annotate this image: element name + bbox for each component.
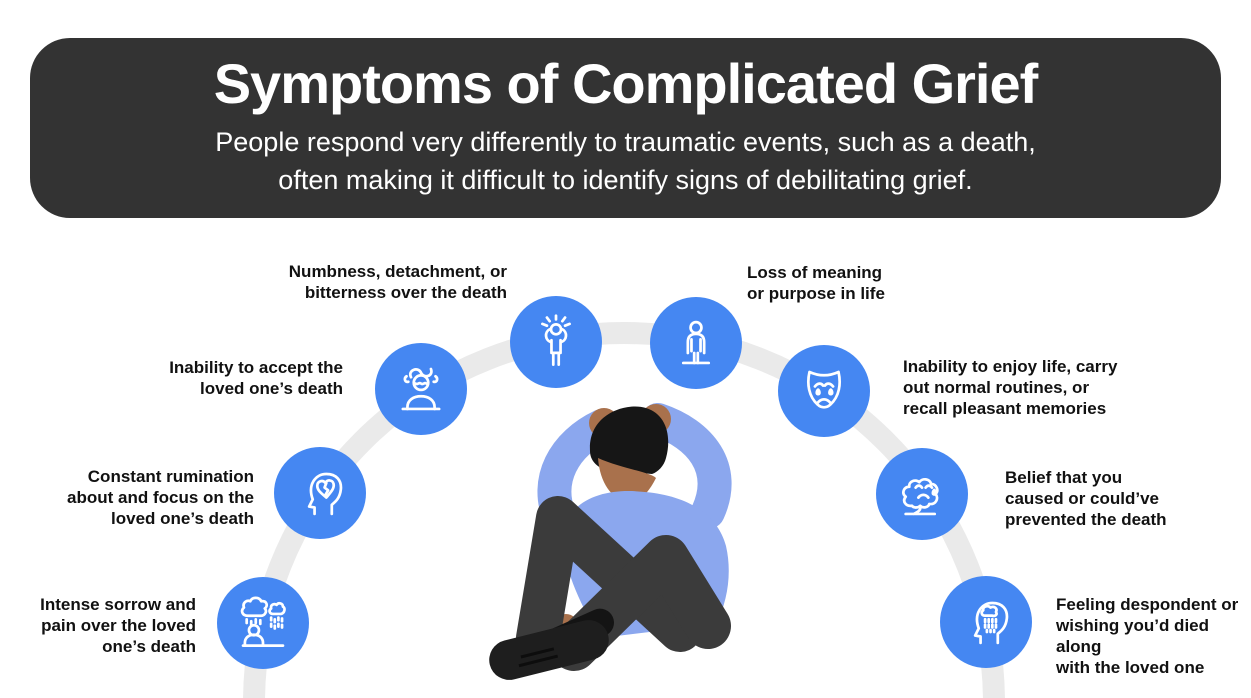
- symptom-bubble-inability-to-accept: [375, 343, 467, 435]
- sad-mask-icon: [806, 370, 842, 409]
- symptom-bubble-feeling-despondent: [940, 576, 1032, 668]
- symptom-label-loss-of-meaning: Loss of meaning or purpose in life: [747, 263, 885, 303]
- header-subtitle-line2: often making it difficult to identify si…: [278, 165, 973, 195]
- symptom-bubble-inability-to-enjoy: [778, 345, 870, 437]
- symptom-bubble-constant-rumination: [274, 447, 366, 539]
- sad-brain-icon: [902, 478, 939, 516]
- symptom-label-inability-to-enjoy: Inability to enjoy life, carry out norma…: [903, 357, 1118, 418]
- grieving-person-illustration: [489, 403, 732, 680]
- head-with-rain-cloud-icon: [973, 601, 1009, 645]
- dizzy-person-icon: [401, 367, 441, 411]
- symptom-label-inability-to-accept: Inability to accept the loved one’s deat…: [169, 358, 343, 398]
- person-under-rain-clouds-icon: [240, 596, 286, 648]
- header-banner: Symptoms of Complicated Grief People res…: [30, 38, 1221, 218]
- symptom-bubble-numbness: [510, 296, 602, 388]
- symptom-label-belief-caused-death: Belief that you caused or could’ve preve…: [1005, 468, 1167, 529]
- header-subtitle-line1: People respond very differently to traum…: [215, 127, 1036, 158]
- symptom-bubble-belief-caused-death: [876, 448, 968, 540]
- symptom-bubble-loss-of-meaning: [650, 297, 742, 389]
- head-with-broken-heart-icon: [307, 472, 343, 516]
- page-title: Symptoms of Complicated Grief: [213, 52, 1039, 116]
- symptom-label-feeling-despondent: Feeling despondent or wishing you’d died…: [1056, 595, 1239, 677]
- symptom-label-constant-rumination: Constant rumination about and focus on t…: [67, 467, 254, 528]
- symptom-bubble-intense-sorrow: [217, 577, 309, 669]
- symptom-label-numbness: Numbness, detachment, or bitterness over…: [288, 262, 507, 302]
- symptom-label-intense-sorrow: Intense sorrow and pain over the loved o…: [40, 595, 196, 656]
- stressed-person-icon: [541, 314, 571, 367]
- standing-person-icon: [681, 320, 711, 365]
